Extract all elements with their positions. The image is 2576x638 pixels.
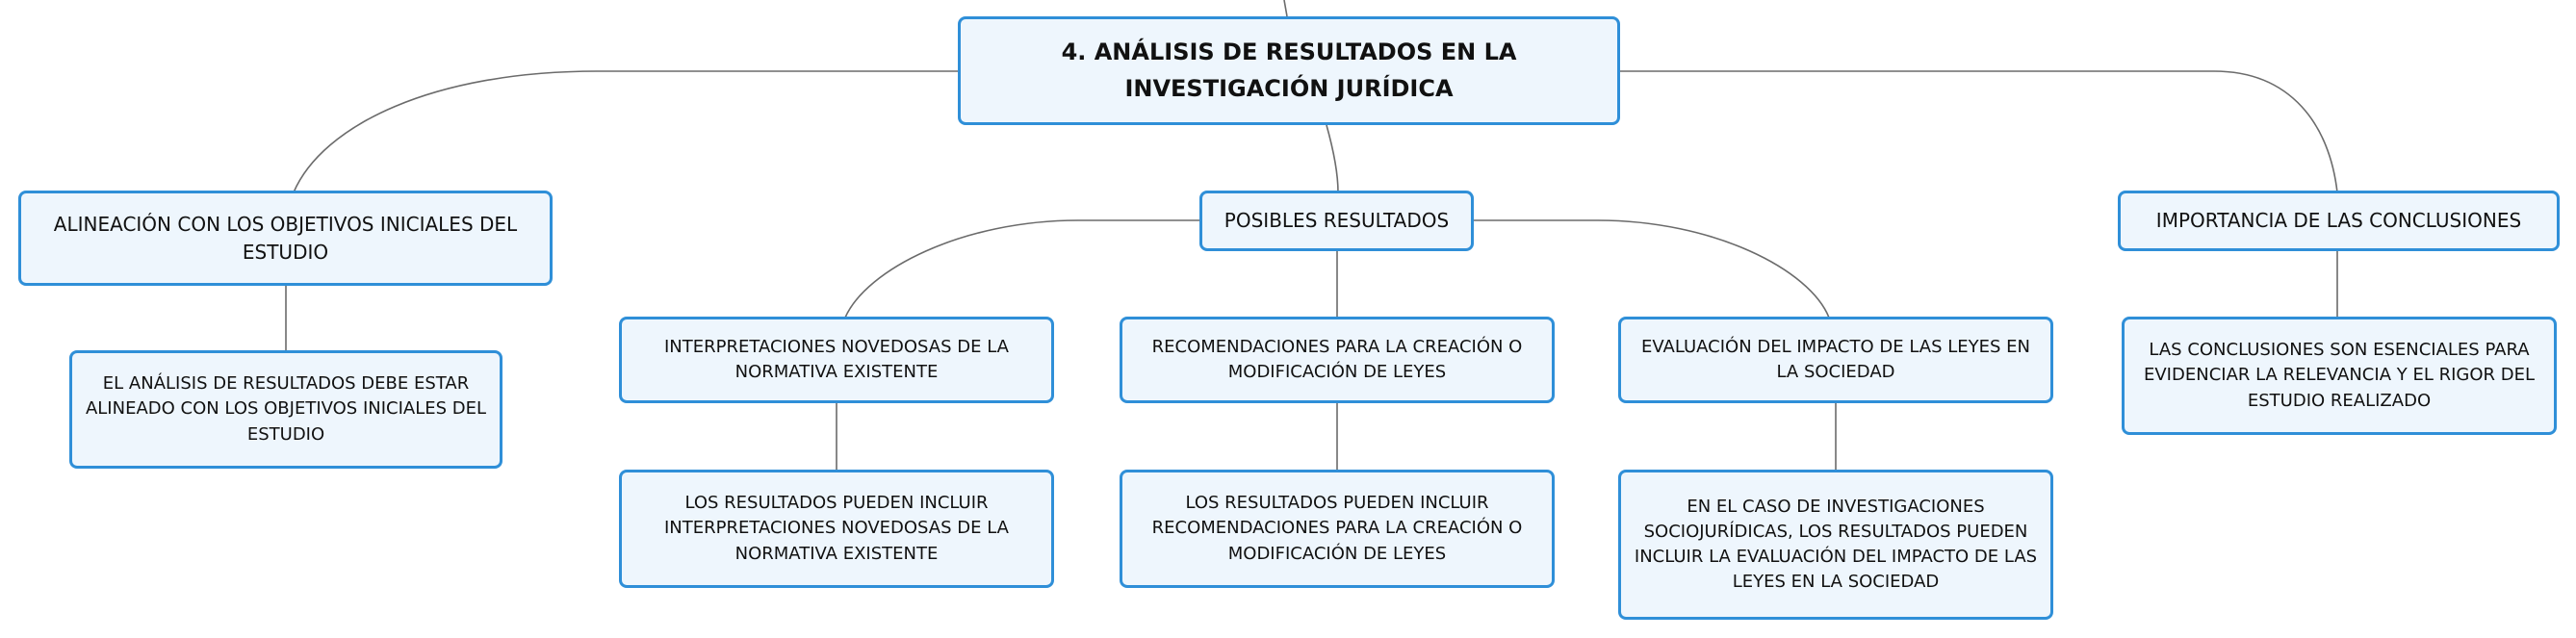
subtopic-impact[interactable]: EVALUACIÓN DEL IMPACTO DE LAS LEYES EN L…: [1618, 317, 2053, 403]
topic-possible-results-label: POSIBLES RESULTADOS: [1224, 209, 1450, 232]
subtopic-recommendations[interactable]: RECOMENDACIONES PARA LA CREACIÓN O MODIF…: [1120, 317, 1555, 403]
subtopic-recommendations-label: RECOMENDACIONES PARA LA CREACIÓN O MODIF…: [1151, 336, 1523, 382]
subtopic-conclusions-detail[interactable]: LAS CONCLUSIONES SON ESENCIALES PARA EVI…: [2122, 317, 2557, 435]
topic-possible-results[interactable]: POSIBLES RESULTADOS: [1199, 191, 1474, 251]
detail-impact-label: EN EL CASO DE INVESTIGACIONES SOCIOJURÍD…: [1634, 496, 2038, 593]
topic-conclusions[interactable]: IMPORTANCIA DE LAS CONCLUSIONES: [2118, 191, 2560, 251]
subtopic-interpretations[interactable]: INTERPRETACIONES NOVEDOSAS DE LA NORMATI…: [619, 317, 1054, 403]
subtopic-interpretations-label: INTERPRETACIONES NOVEDOSAS DE LA NORMATI…: [664, 336, 1009, 382]
topic-conclusions-label: IMPORTANCIA DE LAS CONCLUSIONES: [2155, 209, 2522, 232]
detail-impact[interactable]: EN EL CASO DE INVESTIGACIONES SOCIOJURÍD…: [1618, 470, 2053, 620]
subtopic-alignment-detail[interactable]: EL ANÁLISIS DE RESULTADOS DEBE ESTAR ALI…: [69, 350, 502, 469]
detail-interpretations[interactable]: LOS RESULTADOS PUEDEN INCLUIR INTERPRETA…: [619, 470, 1054, 588]
connector-results-impact: [1472, 219, 1830, 319]
subtopic-impact-label: EVALUACIÓN DEL IMPACTO DE LAS LEYES EN L…: [1641, 336, 2030, 382]
connector-root-results: [1326, 124, 1339, 193]
topic-alignment[interactable]: ALINEACIÓN CON LOS OBJETIVOS INICIALES D…: [18, 191, 553, 286]
connector-results-interpretations: [844, 219, 1203, 319]
subtopic-alignment-detail-label: EL ANÁLISIS DE RESULTADOS DEBE ESTAR ALI…: [85, 373, 487, 445]
detail-recommendations-label: LOS RESULTADOS PUEDEN INCLUIR RECOMENDAC…: [1151, 493, 1523, 564]
connector-root-conclusions: [1619, 70, 2338, 193]
detail-recommendations[interactable]: LOS RESULTADOS PUEDEN INCLUIR RECOMENDAC…: [1120, 470, 1555, 588]
root-topic[interactable]: 4. ANÁLISIS DE RESULTADOS EN LA INVESTIG…: [958, 16, 1620, 125]
connector-root-alignment: [293, 70, 960, 193]
detail-interpretations-label: LOS RESULTADOS PUEDEN INCLUIR INTERPRETA…: [664, 493, 1009, 564]
connector-root-upstream: [1283, 0, 1288, 17]
topic-alignment-label: ALINEACIÓN CON LOS OBJETIVOS INICIALES D…: [53, 212, 518, 264]
subtopic-conclusions-detail-label: LAS CONCLUSIONES SON ESENCIALES PARA EVI…: [2144, 340, 2535, 411]
root-topic-label: 4. ANÁLISIS DE RESULTADOS EN LA INVESTIG…: [1061, 38, 1517, 102]
